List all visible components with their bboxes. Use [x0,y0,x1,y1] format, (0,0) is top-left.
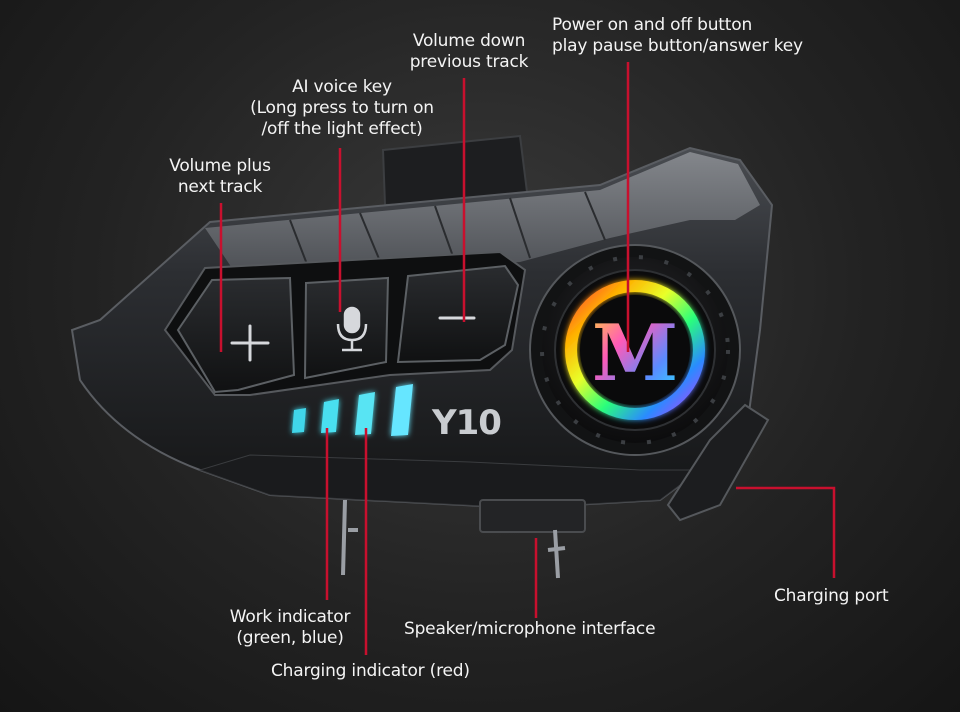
model-mark: Y10 [431,403,501,443]
leader-charging-port [736,486,836,578]
callout-ai-voice-line-1: AI voice key [292,77,392,97]
rotary-knob: M [529,244,741,456]
metal-pins [341,499,566,579]
leader-lines [219,62,836,655]
callout-work-indicator-line-1: Work indicator [229,607,351,627]
callout-volume-down: Volume down previous track [402,31,536,73]
callout-charging-port: Charging port [774,586,889,607]
callout-work-indicator: Work indicator (green, blue) [222,607,358,649]
callout-charging-indicator-text: Charging indicator (red) [271,661,470,681]
led-bar-4 [391,384,413,436]
callout-charging-indicator: Charging indicator (red) [271,661,470,682]
callout-speaker-mic: Speaker/microphone interface [404,619,656,640]
callout-volume-down-line-1: Volume down [412,31,526,51]
plus-icon [230,324,270,362]
led-bar-2 [321,399,339,433]
callout-charging-port-text: Charging port [774,586,889,606]
callout-power-line-1: Power on and off button [552,15,753,35]
led-bar-3 [355,392,375,435]
callout-volume-plus-line-2: next track [177,177,263,197]
callout-ai-voice-line-2: (Long press to turn on [250,98,434,118]
callout-ai-voice-line-3: /off the light effect) [261,119,423,139]
rainbow-ring-logo [565,280,705,420]
callout-power: Power on and off button play pause butto… [552,15,803,57]
callout-speaker-mic-text: Speaker/microphone interface [404,619,656,639]
bottom-connector [479,499,586,533]
minus-button [396,264,520,364]
top-bevel [205,152,760,280]
plus-button [176,276,296,394]
charging-port-flap [666,403,770,522]
callout-volume-plus-line-1: Volume plus [169,156,271,176]
logo-letter: M [592,308,678,399]
callout-power-line-2: play pause button/answer key [552,36,803,56]
callout-volume-plus: Volume plus next track [158,156,282,198]
microphone-icon [336,306,368,352]
callout-volume-down-line-2: previous track [409,52,529,72]
callout-work-indicator-line-2: (green, blue) [236,628,344,648]
led-bar-1 [292,408,306,433]
callout-ai-voice: AI voice key (Long press to turn on /off… [240,77,444,140]
led-indicators [292,384,413,436]
